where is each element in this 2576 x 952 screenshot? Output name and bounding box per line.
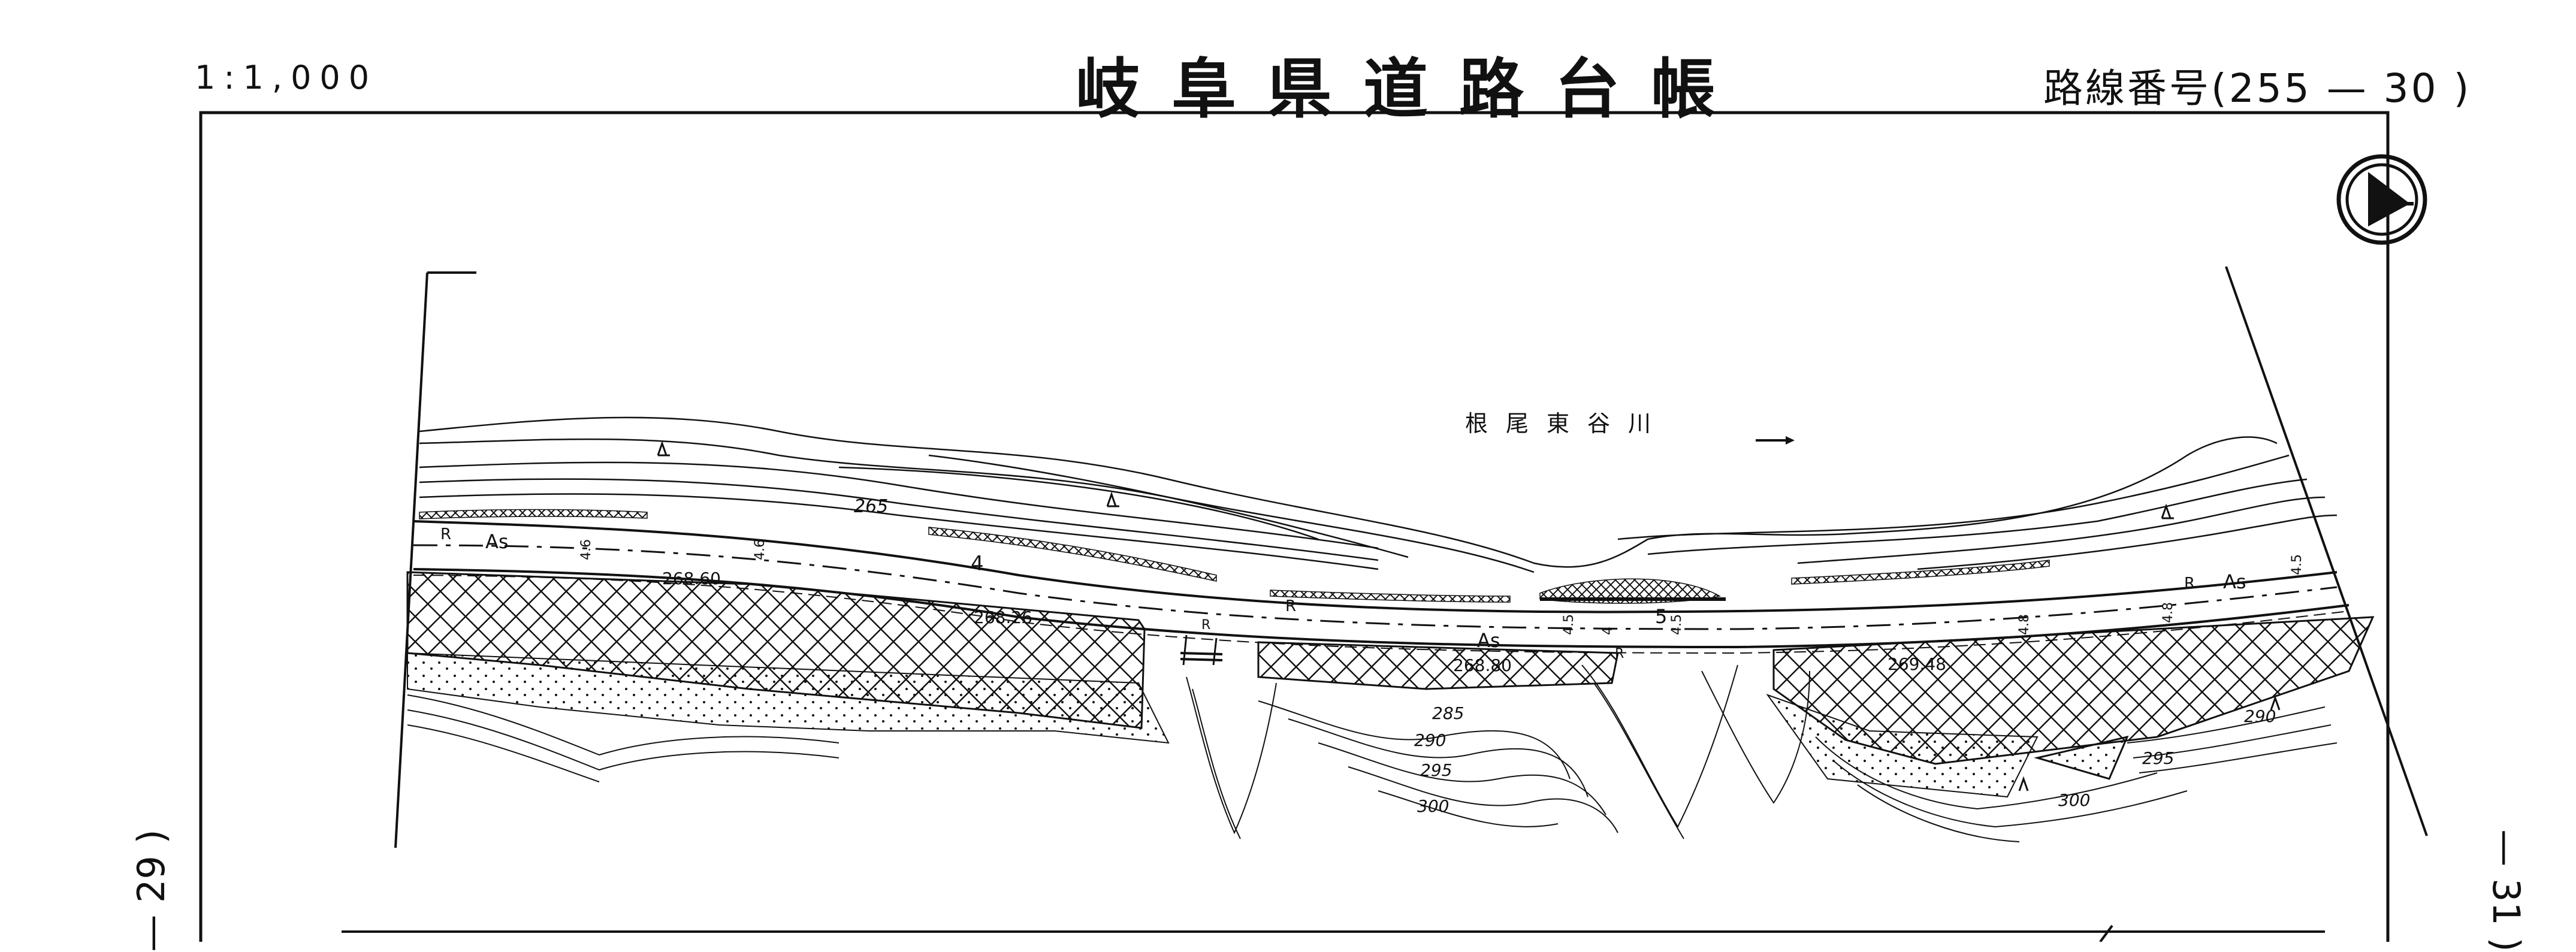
road-label: R (440, 525, 451, 543)
grass-symbol-icon (657, 440, 2281, 791)
dotted-bank (407, 652, 1170, 744)
width-label: 4.6 (579, 539, 594, 560)
terrain-lower (407, 664, 2338, 842)
contour-label: 265 (854, 496, 888, 517)
road-label: R (1201, 618, 1210, 633)
map-boundary (394, 266, 2428, 848)
flow-arrow-icon (1756, 436, 1795, 445)
width-label: 4.8 (2017, 614, 2032, 635)
contour-label: 300 (1417, 796, 1449, 816)
width-label: 5 (1655, 605, 1667, 628)
elevation-label: 268.26 (974, 608, 1032, 627)
surface-label: As (1477, 629, 1500, 652)
width-label: 4.5 (2290, 554, 2305, 575)
contour-label: 295 (2142, 748, 2174, 768)
vegetation-strips (419, 509, 2050, 604)
road-label: R (1615, 646, 1624, 661)
width-label: 4.5 (1669, 614, 1684, 635)
road-label: R (1285, 597, 1296, 615)
scale-label: 1:1,000 (195, 59, 378, 96)
width-label: 4 (971, 552, 984, 576)
page-title: 岐阜県道路台帳 (1076, 52, 1747, 127)
terrain-upper (419, 416, 2338, 573)
contour-label: 300 (2058, 790, 2090, 810)
road-alignment (413, 520, 2349, 654)
width-label: 4 (1600, 627, 1615, 635)
width-label: 4.6 (753, 539, 768, 560)
contour-label: 285 (1432, 703, 1464, 723)
river-name: 根尾東谷川 (1465, 410, 1669, 437)
surface-label: As (485, 530, 509, 553)
width-label: 4.8 (2161, 602, 2176, 623)
contour-label: 290 (2244, 706, 2276, 726)
width-label: 4.5 (1562, 614, 1577, 635)
surface-label: As (2223, 570, 2246, 593)
contour-label: 290 (1414, 730, 1446, 750)
hatched-zones (406, 571, 2375, 780)
elevation-label: 268.60 (662, 569, 721, 588)
north-arrow-icon (2336, 154, 2427, 245)
route-number: 路線番号(255 — 30 ) (2043, 65, 2472, 111)
elevation-label: 269.48 (1888, 654, 1946, 674)
sheet-frame (199, 111, 2390, 942)
contour-label: 295 (1420, 760, 1452, 780)
bridge-structure (1180, 597, 1726, 666)
elevation-label: 268.80 (1453, 655, 1512, 675)
road-label: R (2184, 575, 2195, 593)
